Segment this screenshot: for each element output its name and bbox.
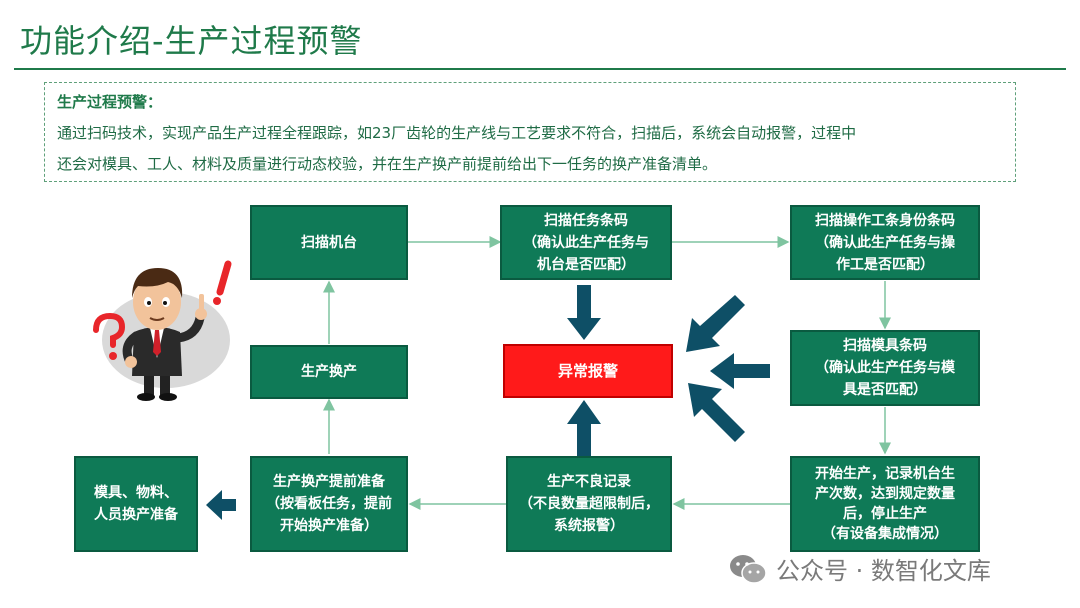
info-heading: 生产过程预警： — [57, 93, 163, 111]
alarm-arrow-from-task — [567, 285, 601, 340]
alarm-arrow-from-worker — [686, 295, 745, 352]
node-scan-mold-line3: 具是否匹配） — [843, 382, 927, 398]
node-changeover-label: 生产换产 — [301, 364, 357, 380]
node-scan-machine: 扫描机台 — [250, 205, 408, 280]
wechat-icon — [730, 554, 767, 584]
node-scan-task-line3: 机台是否匹配） — [537, 256, 635, 273]
node-scan-worker-line2: （确认此生产任务与操 — [815, 234, 955, 251]
node-scan-mold-line2: （确认此生产任务与模 — [815, 360, 955, 376]
alarm-arrow-from-mold — [710, 353, 770, 389]
node-pre-changeover: 生产换产提前准备 （按看板任务，提前 开始换产准备） — [250, 456, 408, 552]
businessman-illustration — [93, 260, 232, 401]
node-prep-resources: 模具、物料、 人员换产准备 — [74, 456, 198, 552]
node-defect-record-line3: 系统报警） — [554, 518, 624, 534]
alarm-arrow-from-start — [688, 383, 745, 442]
node-scan-machine-label: 扫描机台 — [301, 234, 357, 251]
node-scan-mold: 扫描模具条码 （确认此生产任务与模 具是否匹配） — [790, 330, 980, 406]
node-scan-mold-line1: 扫描模具条码 — [843, 338, 927, 354]
node-scan-task: 扫描任务条码 （确认此生产任务与 机台是否匹配） — [500, 205, 672, 280]
node-pre-changeover-line1: 生产换产提前准备 — [273, 474, 385, 490]
node-changeover: 生产换产 — [250, 345, 408, 399]
watermark-text: 公众号 · 数智化文库 — [776, 557, 991, 585]
node-pre-changeover-line2: （按看板任务，提前 — [266, 496, 392, 512]
node-pre-changeover-line3: 开始换产准备） — [280, 518, 378, 534]
node-alarm-label: 异常报警 — [557, 362, 618, 380]
node-scan-worker-line3: 作工是否匹配） — [836, 256, 934, 273]
node-defect-record-line1: 生产不良记录 — [547, 474, 631, 490]
alarm-arrow-from-defect — [567, 400, 601, 456]
info-line-2: 还会对模具、工人、材料及质量进行动态校验，并在生产换产前提前给出下一任务的换产准… — [57, 155, 718, 173]
node-start-production-line4: （有设备集成情况） — [822, 526, 948, 542]
node-scan-worker-line1: 扫描操作工条身份条码 — [815, 212, 955, 229]
node-start-production-line3: 后，停止生产 — [843, 506, 927, 522]
node-scan-task-line1: 扫描任务条码 — [544, 212, 628, 229]
arrow-to-prep-resources — [206, 490, 236, 520]
node-scan-worker: 扫描操作工条身份条码 （确认此生产任务与操 作工是否匹配） — [790, 205, 980, 280]
node-scan-task-line2: （确认此生产任务与 — [523, 234, 649, 251]
node-prep-resources-line2: 人员换产准备 — [94, 507, 178, 523]
watermark: 公众号 · 数智化文库 — [728, 551, 991, 586]
info-box: 生产过程预警： 通过扫码技术，实现产品生产过程全程跟踪，如23厂齿轮的生产线与工… — [44, 82, 1016, 182]
title-underline — [14, 68, 1066, 70]
node-prep-resources-line1: 模具、物料、 — [94, 485, 178, 501]
node-start-production: 开始生产，记录机台生 产次数，达到规定数量 后，停止生产 （有设备集成情况） — [790, 456, 980, 552]
node-defect-record: 生产不良记录 （不良数量超限制后， 系统报警） — [506, 456, 672, 552]
node-alarm: 异常报警 — [503, 344, 673, 398]
info-line-1: 通过扫码技术，实现产品生产过程全程跟踪，如23厂齿轮的生产线与工艺要求不符合，扫… — [57, 124, 857, 142]
node-start-production-line2: 产次数，达到规定数量 — [815, 486, 955, 502]
node-start-production-line1: 开始生产，记录机台生 — [815, 466, 955, 482]
node-defect-record-line2: （不良数量超限制后， — [519, 496, 659, 512]
page-title: 功能介绍-生产过程预警 — [20, 22, 363, 60]
